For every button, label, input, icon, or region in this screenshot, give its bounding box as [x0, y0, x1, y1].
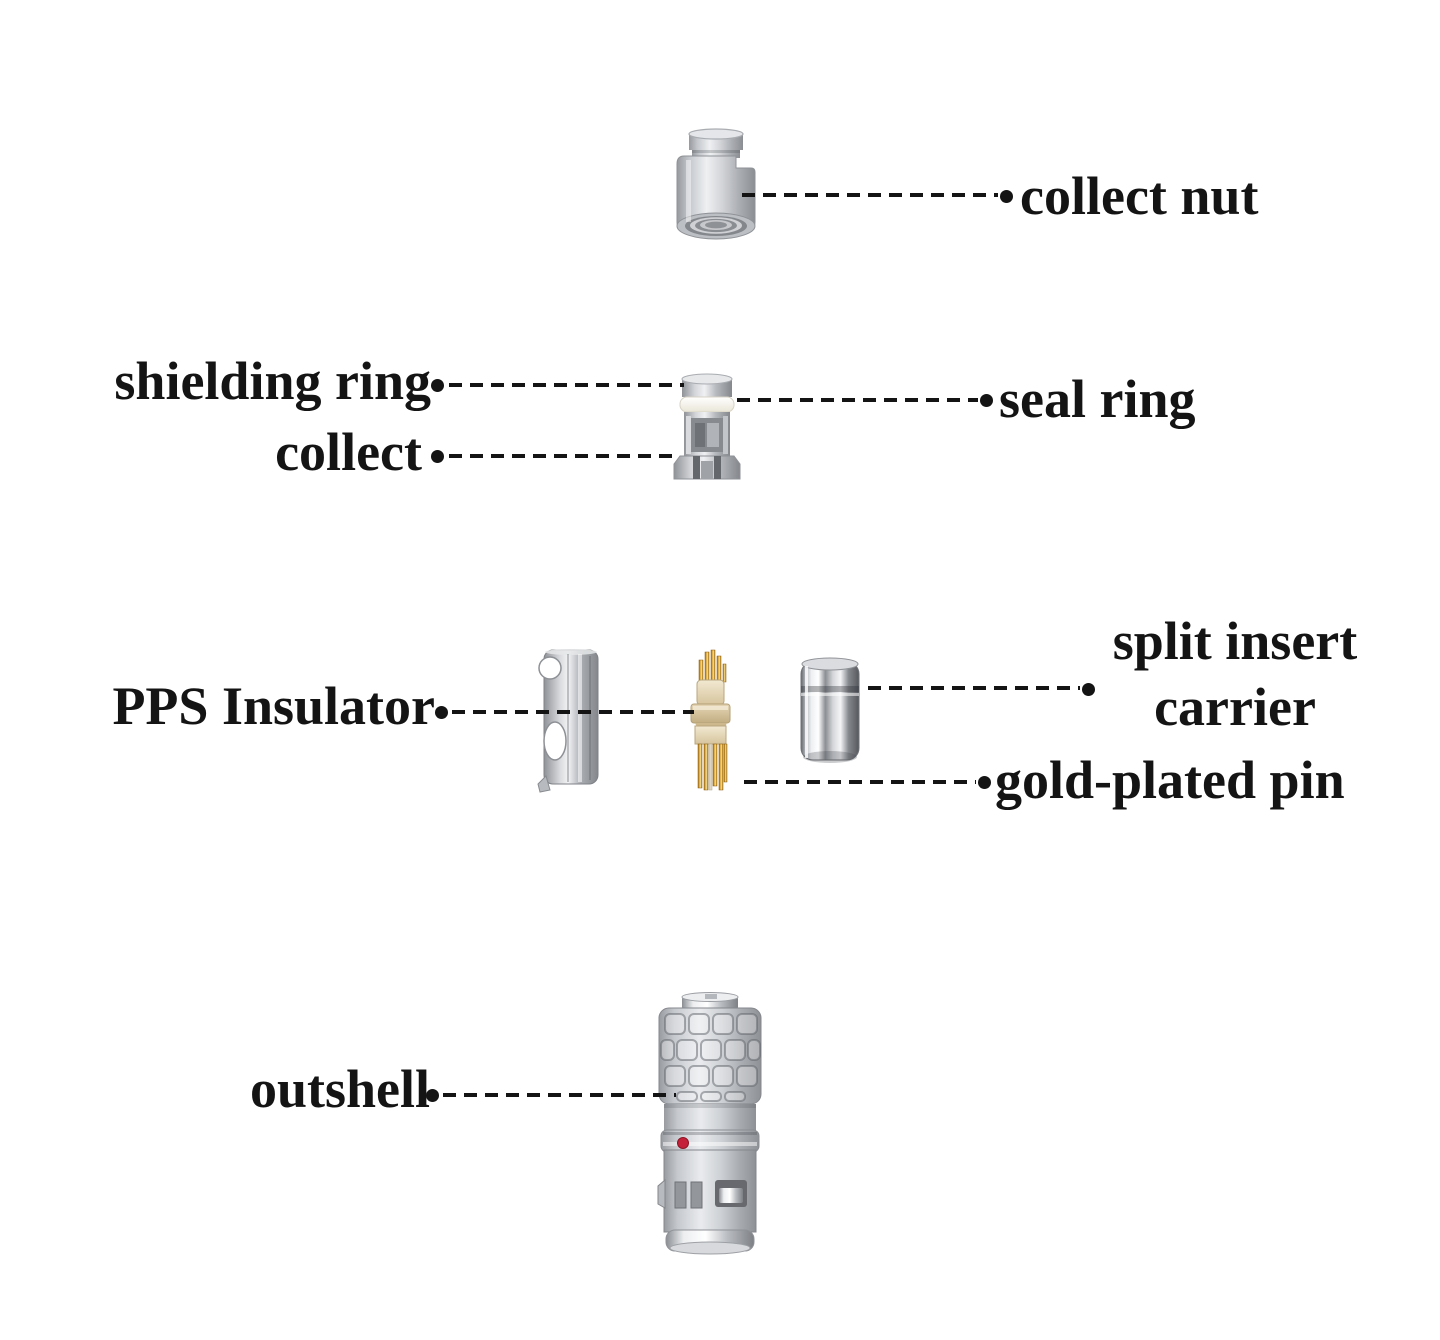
collect-nut-illustration	[676, 128, 756, 240]
label-collect: collect	[275, 422, 422, 482]
knurl-pattern	[660, 1013, 761, 1102]
outshell-illustration	[657, 992, 762, 1255]
label-outshell: outshell	[249, 1059, 430, 1119]
dot-outshell	[426, 1089, 439, 1102]
red-indicator-dot	[677, 1137, 689, 1149]
seal-collect-assembly-part	[671, 371, 743, 483]
label-seal-ring: seal ring	[999, 369, 1196, 429]
collect-nut-part	[674, 126, 758, 242]
label-split-insert-carrier-line1: split insert	[1112, 611, 1358, 671]
dot-gold-plated-pin	[978, 776, 991, 789]
pin-insert-illustration	[690, 649, 731, 791]
leader-gold-plated-pin	[744, 780, 976, 784]
leader-shielding-ring	[449, 383, 684, 387]
leader-pps-insulator	[452, 710, 694, 714]
leader-split-insert-carrier	[868, 686, 1080, 690]
dot-split-insert-carrier	[1082, 683, 1095, 696]
label-split-insert-carrier-line2: carrier	[1154, 677, 1316, 737]
pps-insulator-shell-illustration	[537, 649, 599, 793]
dot-seal-ring	[980, 394, 993, 407]
split-insert-carrier-part	[796, 654, 864, 768]
dot-collect	[431, 450, 444, 463]
dot-shielding-ring	[431, 379, 444, 392]
label-collect-nut: collect nut	[1020, 166, 1259, 226]
leader-outshell	[443, 1093, 676, 1097]
pps-insulator-shell-part	[534, 646, 606, 794]
label-gold-plated-pin: gold-plated pin	[995, 750, 1345, 810]
label-pps-insulator: PPS Insulator	[112, 676, 435, 736]
split-insert-carrier-illustration	[800, 657, 860, 763]
leader-collect-nut	[742, 193, 998, 197]
outshell-part	[657, 992, 763, 1258]
seal-collect-assembly-illustration	[673, 373, 741, 480]
label-shielding-ring: shielding ring	[114, 351, 431, 411]
pin-insert-part	[678, 648, 742, 792]
leader-collect	[449, 454, 679, 458]
dot-collect-nut	[1000, 190, 1013, 203]
label-split-insert-carrier: split insert carrier	[1060, 608, 1410, 740]
dot-pps-insulator	[435, 706, 448, 719]
leader-seal-ring	[737, 398, 978, 402]
